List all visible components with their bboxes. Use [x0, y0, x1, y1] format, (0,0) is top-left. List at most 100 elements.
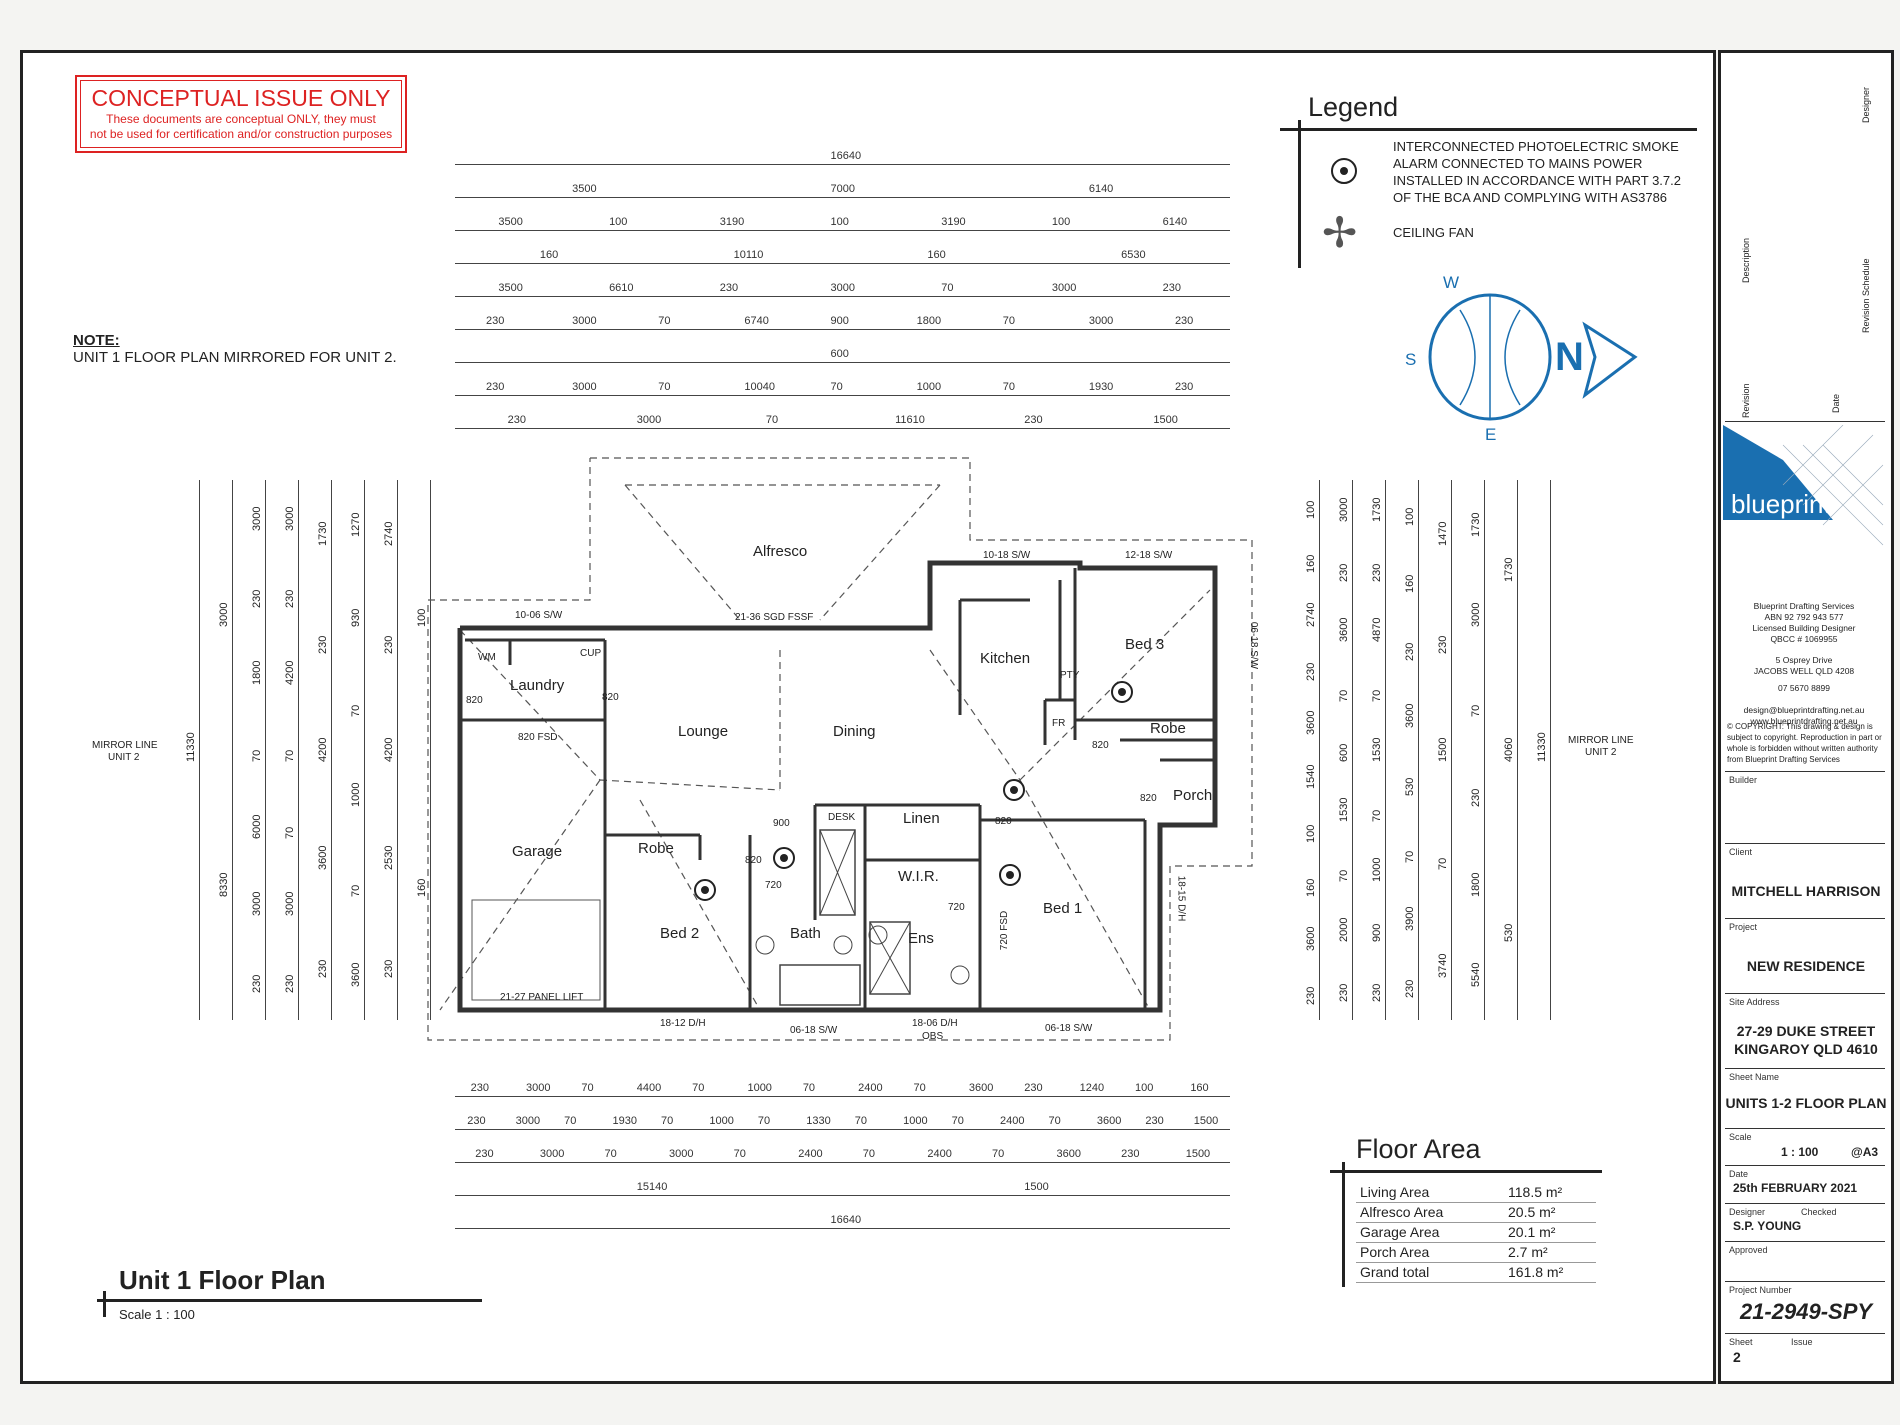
- dim-label: 70: [830, 381, 843, 393]
- designer-label: Designer: [1729, 1207, 1766, 1217]
- logo-text: blueprint: [1731, 489, 1832, 519]
- client-label: Client: [1729, 847, 1753, 857]
- sheet-label: Sheet: [1729, 1337, 1753, 1347]
- dim-label: 1500: [1024, 1181, 1049, 1193]
- floor-area-label: Grand total: [1360, 1264, 1430, 1280]
- dim-label: 2400: [798, 1148, 823, 1160]
- north-compass: W S E N: [1405, 273, 1638, 444]
- dim-label: 100: [830, 216, 849, 228]
- dim-label: 3000: [515, 1115, 541, 1127]
- dim-label: 70: [941, 282, 954, 294]
- label-panel-lift: 21-27 PANEL LIFT: [500, 992, 584, 1003]
- tb-divider-approved: [1725, 1241, 1885, 1242]
- dim-label: 70: [991, 1148, 1005, 1160]
- dim-line: [455, 1195, 1230, 1196]
- dim-line-vertical: [1319, 480, 1320, 1020]
- compass-e: E: [1485, 425, 1496, 444]
- dim-label: 160: [539, 249, 559, 261]
- garage-door: [471, 899, 601, 1001]
- dim-label: 16640: [830, 150, 862, 162]
- floor-area-value: 118.5 m²: [1508, 1184, 1563, 1200]
- label-door-c: 820: [1092, 740, 1109, 751]
- project-label: Project: [1729, 922, 1758, 932]
- room-cup: CUP: [580, 648, 602, 659]
- dim-label: 70: [1002, 381, 1015, 393]
- dim-label: 3600: [1096, 1115, 1122, 1127]
- dim-line-vertical: [331, 480, 332, 1020]
- dim-label: 900: [830, 315, 849, 327]
- dim-label: 70: [1048, 1115, 1061, 1127]
- dim-label: 3000: [572, 315, 597, 327]
- scale-value: 1 : 100: [1781, 1145, 1819, 1159]
- room-desk: DESK: [828, 812, 856, 823]
- dim-label: 3000: [572, 381, 597, 393]
- note-text: UNIT 1 FLOOR PLAN MIRRORED FOR UNIT 2.: [73, 349, 397, 366]
- floor-area-value: 20.1 m²: [1508, 1224, 1556, 1240]
- mirror-note: NOTE: UNIT 1 FLOOR PLAN MIRRORED FOR UNI…: [73, 332, 397, 366]
- dim-label: 70: [581, 1082, 594, 1094]
- smoke-alarm-icon: [1331, 158, 1357, 184]
- logo-grid: [1782, 425, 1884, 546]
- drawing-sheet: [20, 50, 1716, 1384]
- floor-area-title: Floor Area: [1356, 1134, 1481, 1164]
- date-label: Date: [1729, 1169, 1749, 1179]
- sheetname-value: UNITS 1-2 FLOOR PLAN: [1725, 1095, 1887, 1111]
- legend-title: Legend: [1308, 92, 1399, 122]
- dim-label: 70: [604, 1148, 617, 1160]
- dim-line-vertical: [397, 480, 398, 1020]
- stamp-heading: CONCEPTUAL ISSUE ONLY: [91, 85, 391, 111]
- room-bed2: Bed 2: [660, 925, 700, 942]
- tb-divider-projnum: [1725, 1281, 1885, 1282]
- dim-label: 100: [1051, 216, 1071, 228]
- dim-label: 230: [507, 414, 526, 426]
- dim-label: 4400: [636, 1082, 662, 1094]
- floor-area-rule: [1330, 1170, 1602, 1173]
- dim-label: 1930: [612, 1115, 638, 1127]
- legend: Legend INTERCONNECTED PHOTOELECTRIC SMOK…: [1280, 90, 1700, 270]
- dim-line-vertical: [1352, 480, 1353, 1020]
- dim-line-vertical: [430, 480, 431, 1020]
- shower: [869, 921, 911, 995]
- builder-label: Builder: [1729, 775, 1758, 785]
- company-line: Blueprint Drafting Services: [1753, 601, 1855, 611]
- label-bed3-side-window: 06-18 S/W: [1248, 621, 1260, 670]
- dim-line: [455, 428, 1230, 429]
- note-heading: NOTE:: [73, 332, 120, 349]
- toilet-bath: [833, 935, 853, 955]
- tb-divider-site: [1725, 993, 1885, 994]
- dim-label: 2400: [1000, 1115, 1025, 1127]
- label-door-d: 820: [1140, 793, 1157, 804]
- dim-label: 1500: [1153, 414, 1178, 426]
- floor-area-row-line: [1356, 1262, 1596, 1263]
- dim-label: 70: [658, 315, 671, 327]
- dim-label: 70: [660, 1115, 674, 1127]
- revision-header: Revision: [1741, 383, 1751, 418]
- floor-area-value: 2.7 m²: [1508, 1244, 1548, 1260]
- label-door-i: 720 FSD: [999, 910, 1011, 951]
- tb-divider-rev: [1725, 421, 1885, 422]
- revision-header: Date: [1831, 393, 1841, 413]
- room-laundry: Laundry: [510, 677, 565, 694]
- room-bed1: Bed 1: [1043, 900, 1083, 917]
- plan-scale: Scale 1 : 100: [119, 1307, 195, 1322]
- legend-vrule: [1298, 120, 1301, 268]
- room-bed3: Bed 3: [1125, 636, 1165, 653]
- dim-label: 230: [470, 1082, 490, 1094]
- company-line: www.blueprintdrafting.net.au: [1750, 716, 1858, 726]
- room-porch: Porch: [1173, 787, 1213, 804]
- north-arrow-icon: [1582, 321, 1638, 399]
- floor-area-vrule: [1342, 1162, 1345, 1287]
- dim-line-vertical: [1550, 480, 1551, 1020]
- plan-title-vrule: [103, 1291, 106, 1317]
- dim-line-vertical: [199, 480, 200, 1020]
- dim-label: 70: [913, 1082, 926, 1094]
- dim-label: 1500: [1185, 1148, 1211, 1160]
- dim-label: 230: [1121, 1148, 1140, 1160]
- label-door-b: 820: [602, 692, 619, 703]
- room-robe-bed3: Robe: [1150, 720, 1186, 737]
- dim-line-vertical: [364, 480, 365, 1020]
- floor-area-row-line: [1356, 1282, 1596, 1283]
- designer-value: S.P. YOUNG: [1733, 1219, 1802, 1233]
- tb-divider-client: [1725, 843, 1885, 844]
- dim-label: 10040: [744, 381, 775, 393]
